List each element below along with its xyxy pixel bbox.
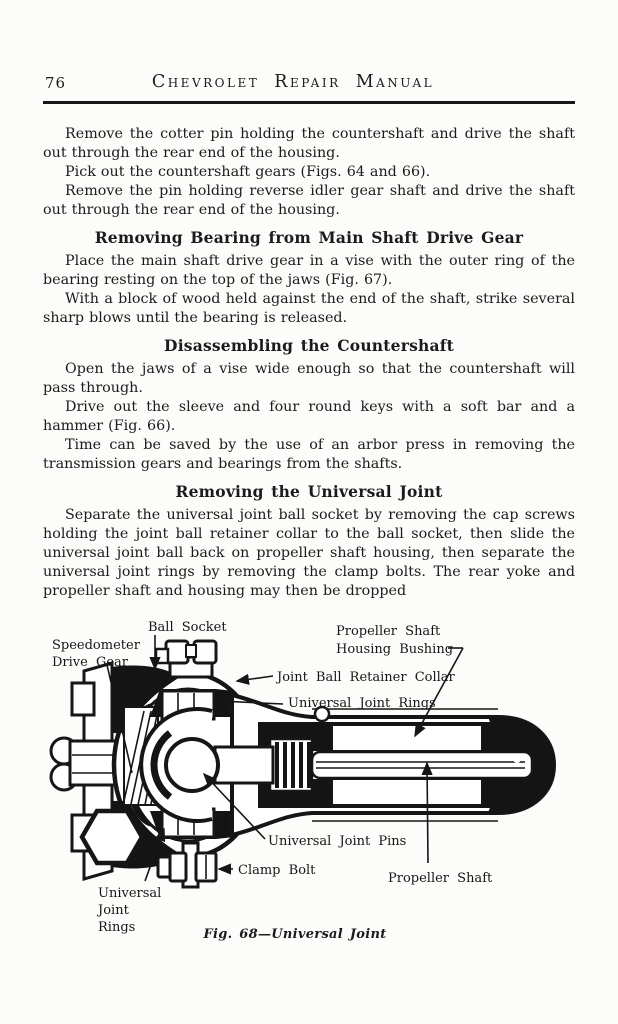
paragraph: Place the main shaft drive gear in a vis… xyxy=(43,253,575,288)
rings-upper-leader xyxy=(217,695,284,708)
section-heading-removing-universal-joint: Removing the Universal Joint xyxy=(175,482,443,501)
retainer-collar-leader xyxy=(235,673,274,685)
rings-lower-leader xyxy=(144,827,166,882)
propeller-shaft-label: Propeller Shaft xyxy=(388,871,493,886)
leader-lines xyxy=(106,635,464,882)
universal-joint-diagram: Ball Socket Speedometer Drive Gear Prope… xyxy=(49,620,557,935)
page-body: Remove the cotter pin holding the counte… xyxy=(43,125,575,601)
housing-bushing-lower xyxy=(331,778,483,806)
section-heading-disassembling-countershaft: Disassembling the Countershaft xyxy=(164,336,454,355)
pins-leader xyxy=(202,772,266,840)
speedometer-drive-gear-label-line2: Drive Gear xyxy=(52,655,129,670)
speedometer-gear-leader xyxy=(106,664,133,774)
paragraph: Separate the universal joint ball socket… xyxy=(43,507,575,599)
paragraph: Remove the cotter pin holding the counte… xyxy=(43,126,575,161)
housing-bushing-label-line2: Housing Bushing xyxy=(336,642,453,657)
universal-joint-rings-upper-label: Universal Joint Rings xyxy=(288,696,436,711)
figure-68: Ball Socket Speedometer Drive Gear Prope… xyxy=(20,605,598,957)
universal-joint-pins-label: Universal Joint Pins xyxy=(268,834,406,849)
universal-joint-rings-lower-label-line2: Joint xyxy=(96,903,130,918)
universal-joint-ball xyxy=(139,707,275,823)
paragraph: With a block of wood held against the en… xyxy=(43,291,575,326)
ball-socket-cap-screws xyxy=(154,639,218,679)
speedometer-drive-gear-label-line1: Speedometer xyxy=(52,638,141,653)
paragraph: Pick out the countershaft gears (Figs. 6… xyxy=(65,164,431,180)
ball-socket-label: Ball Socket xyxy=(148,620,227,635)
propeller-shaft-housing xyxy=(230,692,557,838)
joint-ball-retainer-collar-label: Joint Ball Retainer Collar xyxy=(275,670,456,685)
paragraph: Drive out the sleeve and four round keys… xyxy=(43,399,575,434)
universal-joint-rings-lower-label-line3: Rings xyxy=(98,920,135,935)
clamp-bolt-assembly xyxy=(156,841,218,889)
propeller-shaft-leader xyxy=(421,761,433,864)
clamp-bolt-label: Clamp Bolt xyxy=(238,863,316,878)
housing-bushing-label-line1: Propeller Shaft xyxy=(336,624,441,639)
figure-labels: Ball Socket Speedometer Drive Gear Prope… xyxy=(52,620,493,935)
paragraph: Open the jaws of a vise wide enough so t… xyxy=(43,361,575,396)
housing-bushing-upper xyxy=(331,724,483,752)
section-heading-removing-bearing: Removing Bearing from Main Shaft Drive G… xyxy=(94,228,524,247)
page-number: 76 xyxy=(45,74,67,92)
paragraph: Time can be saved by the use of an arbor… xyxy=(43,437,575,472)
figure-caption: Fig. 68—Universal Joint xyxy=(203,927,387,942)
universal-joint-rings-lower-label-line1: Universal xyxy=(98,886,161,901)
header-rule xyxy=(43,101,575,104)
page-header: 76 Chevrolet Repair Manual xyxy=(43,72,575,94)
paragraph: Remove the pin holding reverse idler gea… xyxy=(43,183,575,218)
bushing-leader xyxy=(414,647,464,738)
hex-bolt xyxy=(79,808,145,866)
header-title: Chevrolet Repair Manual xyxy=(151,72,435,92)
